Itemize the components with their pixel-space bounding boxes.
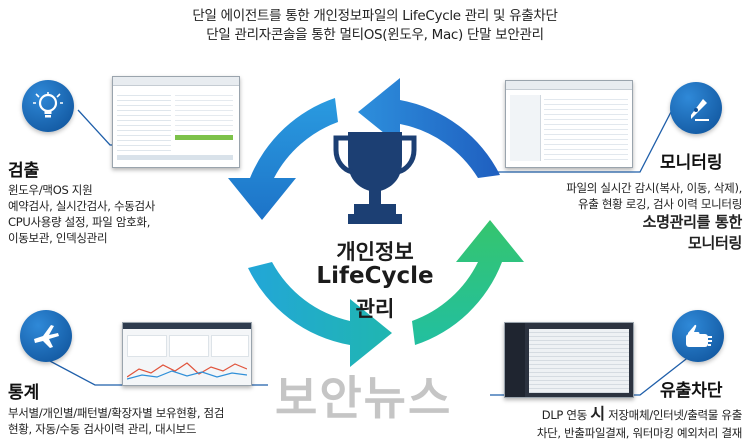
watermark: 보안뉴스 — [275, 371, 453, 425]
monitor-emphasis-1: 소명관리를 통한 — [642, 213, 743, 231]
block-desc-1: DLP 연동 시 저장매체/인터넷/출력물 유출 — [541, 404, 743, 424]
detect-desc-4: 이동보관, 인덱싱관리 — [8, 231, 108, 245]
stats-title: 통계 — [8, 383, 40, 403]
trophy-icon — [333, 132, 417, 224]
monitor-desc-2: 유출 현황 로깅, 검사 이력 모니터링 — [577, 197, 742, 211]
block-approval-screenshot — [504, 322, 634, 398]
arrow-left — [228, 98, 338, 220]
monitor-desc-1: 파일의 실시간 감시(복사, 이동, 삭제), — [566, 181, 742, 195]
monitor-title: 모니터링 — [660, 153, 723, 173]
lightbulb-icon — [22, 80, 74, 132]
header-line-1: 단일 에이전트를 통한 개인정보파일의 LifeCycle 관리 및 유출차단 — [192, 8, 558, 24]
header-line-2: 단일 관리자콘솔을 통한 멀티OS(윈도우, Mac) 단말 보안관리 — [206, 27, 544, 43]
block-title: 유출차단 — [660, 381, 723, 401]
monitor-emphasis-2: 모니터링 — [687, 234, 742, 252]
block-desc-2: 차단, 반출파일결재, 워터마킹 예외처리 결재 — [536, 426, 742, 440]
center-title-line1: 개인정보 — [336, 240, 414, 264]
detect-console-screenshot — [112, 76, 240, 168]
arrow-right — [412, 220, 524, 345]
monitor-console-screenshot — [505, 80, 633, 168]
detect-desc-2: 예약검사, 실시간검사, 수동검사 — [8, 199, 156, 213]
block-desc-1-post: 저장매체/인터넷/출력물 유출 — [604, 408, 742, 422]
stats-dashboard-screenshot — [122, 322, 252, 386]
detect-desc-1: 윈도우/맥OS 지원 — [8, 183, 93, 197]
center-title-line2: LifeCycle — [316, 263, 434, 289]
connector-monitor — [495, 109, 673, 173]
block-desc-1-emphasis: 시 — [590, 404, 605, 423]
arrow-top — [358, 78, 500, 178]
detect-desc-3: CPU사용량 설정, 파일 암호화, — [8, 215, 151, 229]
hand-stop-icon — [672, 310, 724, 362]
stats-desc-2: 현황, 자동/수동 검사이력 관리, 대시보드 — [8, 422, 197, 436]
airplane-icon — [20, 310, 72, 362]
detect-title: 검출 — [8, 161, 40, 181]
stats-desc-1: 부서별/개인별/패턴별/확장자별 보유현황, 점검 — [8, 406, 225, 420]
center-title-line3: 관리 — [355, 297, 395, 321]
block-desc-1-pre: DLP 연동 — [541, 408, 591, 422]
pen-nib-icon — [670, 82, 722, 134]
arrow-bottom — [248, 262, 392, 367]
